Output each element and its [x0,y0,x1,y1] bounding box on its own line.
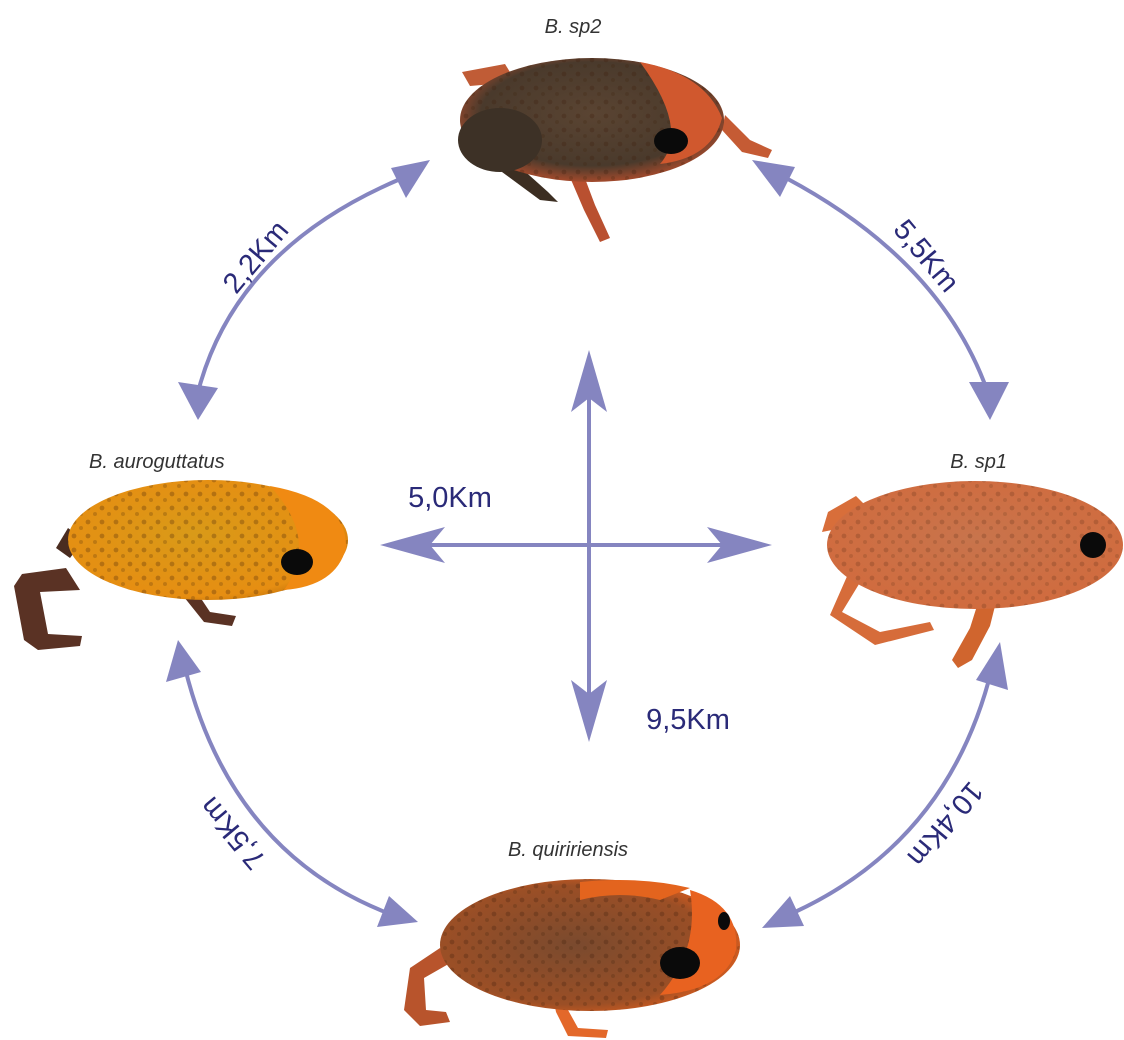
arrow-sp2-sp1 [752,160,1009,420]
arrowhead-icon [166,640,201,682]
distance-label-9-5km: 9,5Km [646,704,730,736]
orange-toad-photo [822,481,1123,668]
species-label-auroguttatus: B. auroguttatus [89,451,225,473]
brown-orange-toad-photo [458,58,772,242]
arrowhead-icon [752,160,795,197]
orange-brown-toad-photo [404,879,740,1038]
arrowhead-icon [391,160,430,198]
arrow-auroguttatus-quiririensis [166,640,418,927]
arrow-auroguttatus-sp1 [380,527,772,563]
arrowhead-icon [976,642,1008,690]
species-label-quiririensis: B. quiririensis [508,839,628,861]
species-label-sp1: B. sp1 [950,451,1007,473]
arrowhead-icon [178,382,218,420]
species-label-sp2: B. sp2 [545,16,602,38]
yellow-spotted-toad-photo [14,480,348,650]
distance-label-5-0km: 5,0Km [408,482,492,514]
arrowhead-icon [377,896,418,927]
arrowhead-icon [969,382,1009,420]
arrow-auroguttatus-sp2 [178,160,430,420]
distance-label-2-2km: 2,2Km [217,215,295,300]
distance-label-7-5km: 7,5Km [194,790,272,875]
